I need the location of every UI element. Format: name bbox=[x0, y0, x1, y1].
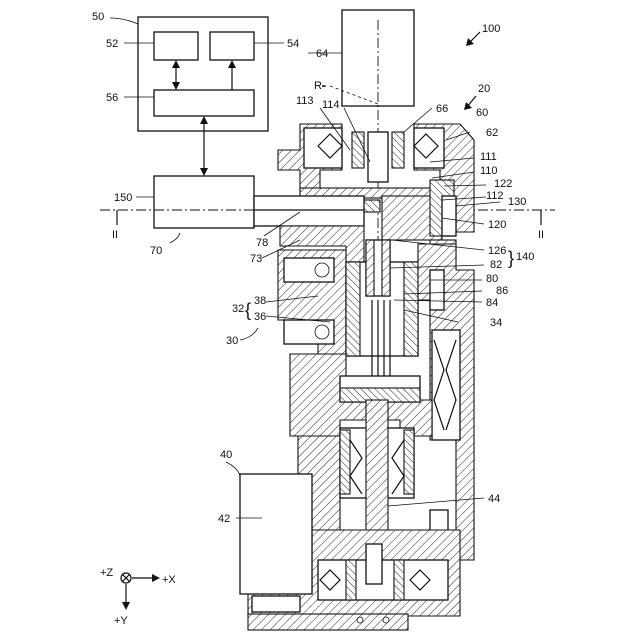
label-54: 54 bbox=[287, 38, 299, 50]
brace-32: { bbox=[245, 300, 251, 320]
label-126: 126 bbox=[488, 245, 506, 257]
label-112: 112 bbox=[486, 190, 504, 202]
label-66: 66 bbox=[436, 103, 448, 115]
label-II-left: II bbox=[112, 229, 118, 241]
brace-140: } bbox=[508, 248, 514, 268]
label-56: 56 bbox=[106, 92, 118, 104]
label-62: 62 bbox=[486, 127, 498, 139]
label-78: 78 bbox=[256, 237, 268, 249]
label-130: 130 bbox=[508, 196, 526, 208]
unit-42 bbox=[240, 474, 312, 594]
unit-150 bbox=[154, 176, 254, 228]
block-56 bbox=[154, 90, 254, 116]
label-110: 110 bbox=[480, 165, 498, 177]
label-150: 150 bbox=[114, 192, 132, 204]
label-42: 42 bbox=[218, 513, 230, 525]
label-120: 120 bbox=[488, 219, 506, 231]
controller-50 bbox=[138, 17, 268, 176]
label-86: 86 bbox=[496, 285, 508, 297]
label-60: 60 bbox=[476, 107, 488, 119]
label-80: 80 bbox=[486, 273, 498, 285]
label-II-right: II bbox=[538, 229, 544, 241]
ref-arrow-100 bbox=[466, 32, 480, 46]
label-140: 140 bbox=[516, 251, 534, 263]
label-44: 44 bbox=[488, 493, 500, 505]
label-36: 36 bbox=[254, 311, 266, 323]
block-54 bbox=[210, 32, 254, 60]
label-30: 30 bbox=[226, 335, 238, 347]
axes-indicator bbox=[121, 573, 160, 610]
label-111: 111 bbox=[480, 151, 497, 163]
label-82: 82 bbox=[490, 259, 502, 271]
label-122: 122 bbox=[494, 178, 512, 190]
label-100: 100 bbox=[482, 23, 500, 35]
svg-text:-: - bbox=[322, 80, 326, 92]
label-73: 73 bbox=[250, 253, 262, 265]
axis-y-label: +Y bbox=[114, 615, 128, 627]
block-52 bbox=[154, 32, 198, 60]
label-32: 32 bbox=[232, 303, 244, 315]
label-114: 114 bbox=[322, 99, 340, 111]
label-52: 52 bbox=[106, 38, 118, 50]
axis-z-label: +Z bbox=[100, 567, 113, 579]
label-34: 34 bbox=[490, 317, 502, 329]
label-R: R bbox=[314, 80, 322, 92]
label-84: 84 bbox=[486, 297, 498, 309]
label-70: 70 bbox=[150, 245, 162, 257]
label-113: 113 bbox=[296, 95, 314, 107]
label-50: 50 bbox=[92, 11, 104, 23]
label-40: 40 bbox=[220, 449, 232, 461]
label-38: 38 bbox=[254, 295, 266, 307]
ref-arrow-20 bbox=[464, 96, 476, 110]
label-64: 64 bbox=[316, 48, 328, 60]
label-20: 20 bbox=[478, 83, 490, 95]
axis-x-label: +X bbox=[162, 574, 176, 586]
